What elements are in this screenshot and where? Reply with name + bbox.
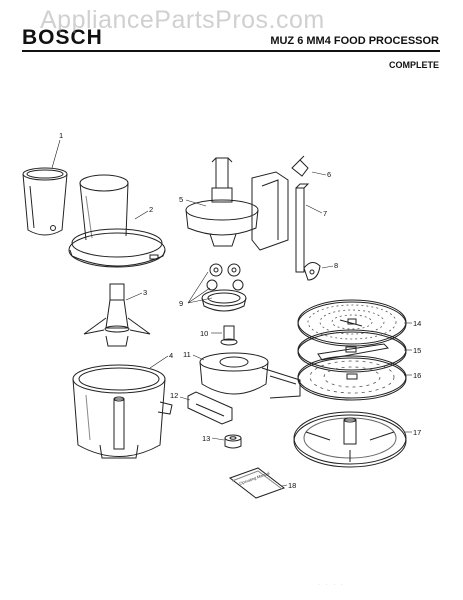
part-12-lever: [187, 391, 233, 425]
part-7-rod: [295, 183, 310, 273]
callout-1: 1: [59, 131, 63, 140]
part-3-blade: [83, 283, 151, 347]
part-8-hook: [303, 262, 321, 281]
watermark: AppliancePartsPros.com: [40, 6, 325, 34]
model-title: MUZ 6 MM4 FOOD PROCESSOR: [270, 35, 439, 47]
housing-column: [251, 171, 289, 251]
callout-4: 4: [169, 351, 173, 360]
callout-13: 13: [202, 434, 210, 443]
callout-14: 14: [413, 319, 421, 328]
callout-15: 15: [413, 346, 421, 355]
part-4-bowl: [72, 364, 173, 459]
callout-3: 3: [143, 288, 147, 297]
callout-7: 7: [323, 209, 327, 218]
part-15-grating-disc: [297, 329, 407, 373]
callout-10: 10: [200, 329, 208, 338]
subtitle: COMPLETE: [388, 60, 439, 70]
part-14-slicing-disc: [297, 299, 407, 347]
part-16-shredding-disc: [297, 355, 407, 401]
footer-marks: · · · ·: [318, 582, 345, 588]
part-11-base: [199, 352, 301, 399]
part-10-coupler: [220, 325, 238, 346]
callout-16: 16: [413, 371, 421, 380]
callout-17: 17: [413, 428, 421, 437]
brand-logo: BOSCH: [22, 26, 103, 49]
part-1-feed-cup: [22, 167, 68, 236]
part-2-lid: [68, 174, 166, 268]
callout-5: 5: [179, 195, 183, 204]
callout-2: 2: [149, 205, 153, 214]
part-18-manual: [228, 467, 286, 499]
part-5-drive-assembly: [185, 157, 259, 247]
part-9-gears: [201, 263, 247, 312]
part-13-bushing: [224, 434, 242, 449]
callout-18: 18: [288, 481, 296, 490]
callout-8: 8: [334, 261, 338, 270]
part-17-disc-carrier: [293, 411, 407, 468]
callout-9: 9: [179, 299, 183, 308]
callout-6: 6: [327, 170, 331, 179]
callout-12: 12: [170, 391, 178, 400]
header-rule: [22, 50, 440, 52]
part-6-latch: [291, 155, 309, 177]
callout-11: 11: [183, 350, 191, 359]
